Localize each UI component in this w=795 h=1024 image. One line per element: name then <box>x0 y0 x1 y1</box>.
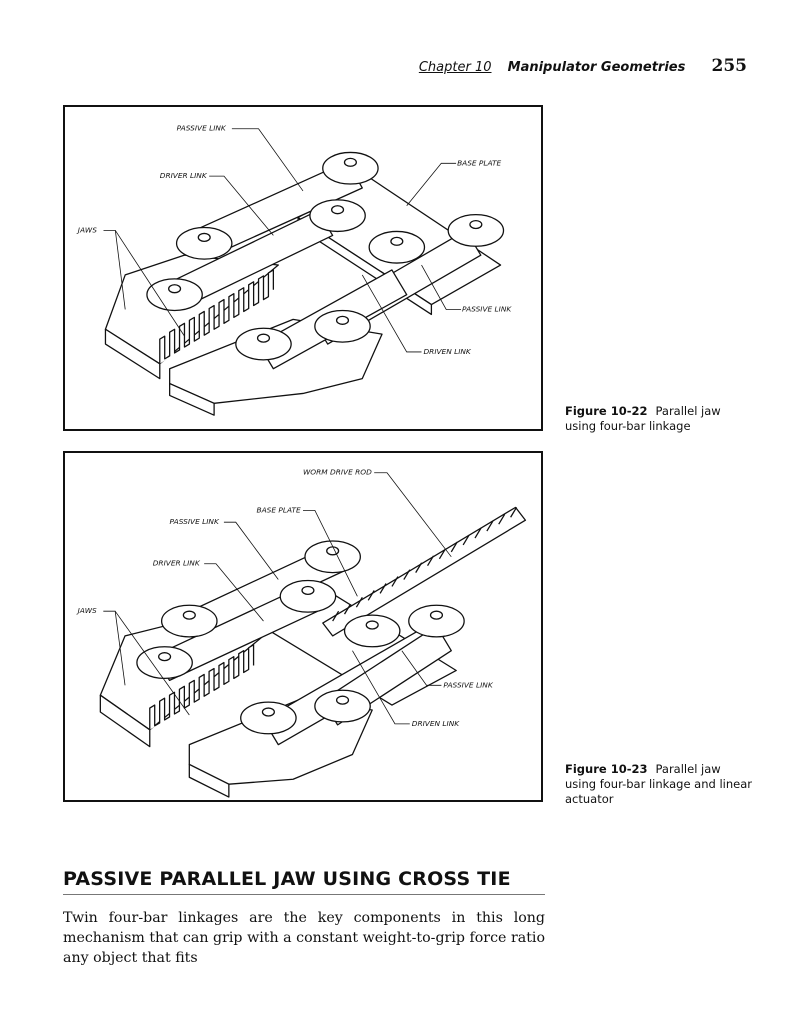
parallel-jaw-drawing: PASSIVE LINK DRIVER LINK JAWS BASE PLATE… <box>76 124 512 416</box>
callout-jaws: JAWS <box>76 606 97 615</box>
callout-passive-link-right: PASSIVE LINK <box>462 304 512 313</box>
callout-driver-link: DRIVER LINK <box>153 559 201 568</box>
callout-base-plate: BASE PLATE <box>457 158 501 167</box>
section-heading: PASSIVE PARALLEL JAW USING CROSS TIE <box>63 868 545 895</box>
callout-driven-link: DRIVEN LINK <box>412 719 461 728</box>
callout-passive-link-right: PASSIVE LINK <box>443 680 493 689</box>
section-title: Manipulator Geometries <box>507 60 686 75</box>
running-header: Chapter 10 Manipulator Geometries 255 <box>0 56 747 76</box>
callout-passive-link: PASSIVE LINK <box>170 517 220 526</box>
chapter-label: Chapter 10 <box>418 60 492 75</box>
figure-10-23-illustration: WORM DRIVE ROD BASE PLATE PASSIVE LINK D… <box>63 451 543 802</box>
figure-10-22-illustration: PASSIVE LINK DRIVER LINK JAWS BASE PLATE… <box>63 105 543 431</box>
callout-base-plate: BASE PLATE <box>257 505 302 514</box>
callout-jaws: JAWS <box>76 225 97 234</box>
caption-text: Parallel jaw using four-bar linkage and … <box>565 762 752 806</box>
callout-driver-link: DRIVER LINK <box>160 171 208 180</box>
callout-passive-link: PASSIVE LINK <box>177 124 227 133</box>
callout-driven-link: DRIVEN LINK <box>424 347 472 356</box>
caption-text: Parallel jaw using four-bar linkage <box>565 404 721 433</box>
callout-worm-drive-rod: WORM DRIVE ROD <box>303 468 372 477</box>
parallel-jaw-worm-drive-drawing: WORM DRIVE ROD BASE PLATE PASSIVE LINK D… <box>76 468 527 798</box>
page-number: 255 <box>711 56 748 76</box>
body-paragraph: Twin four-bar linkages are the key compo… <box>63 910 545 966</box>
figure-number: Figure 10-22 <box>565 404 648 418</box>
figure-number: Figure 10-23 <box>565 762 648 776</box>
